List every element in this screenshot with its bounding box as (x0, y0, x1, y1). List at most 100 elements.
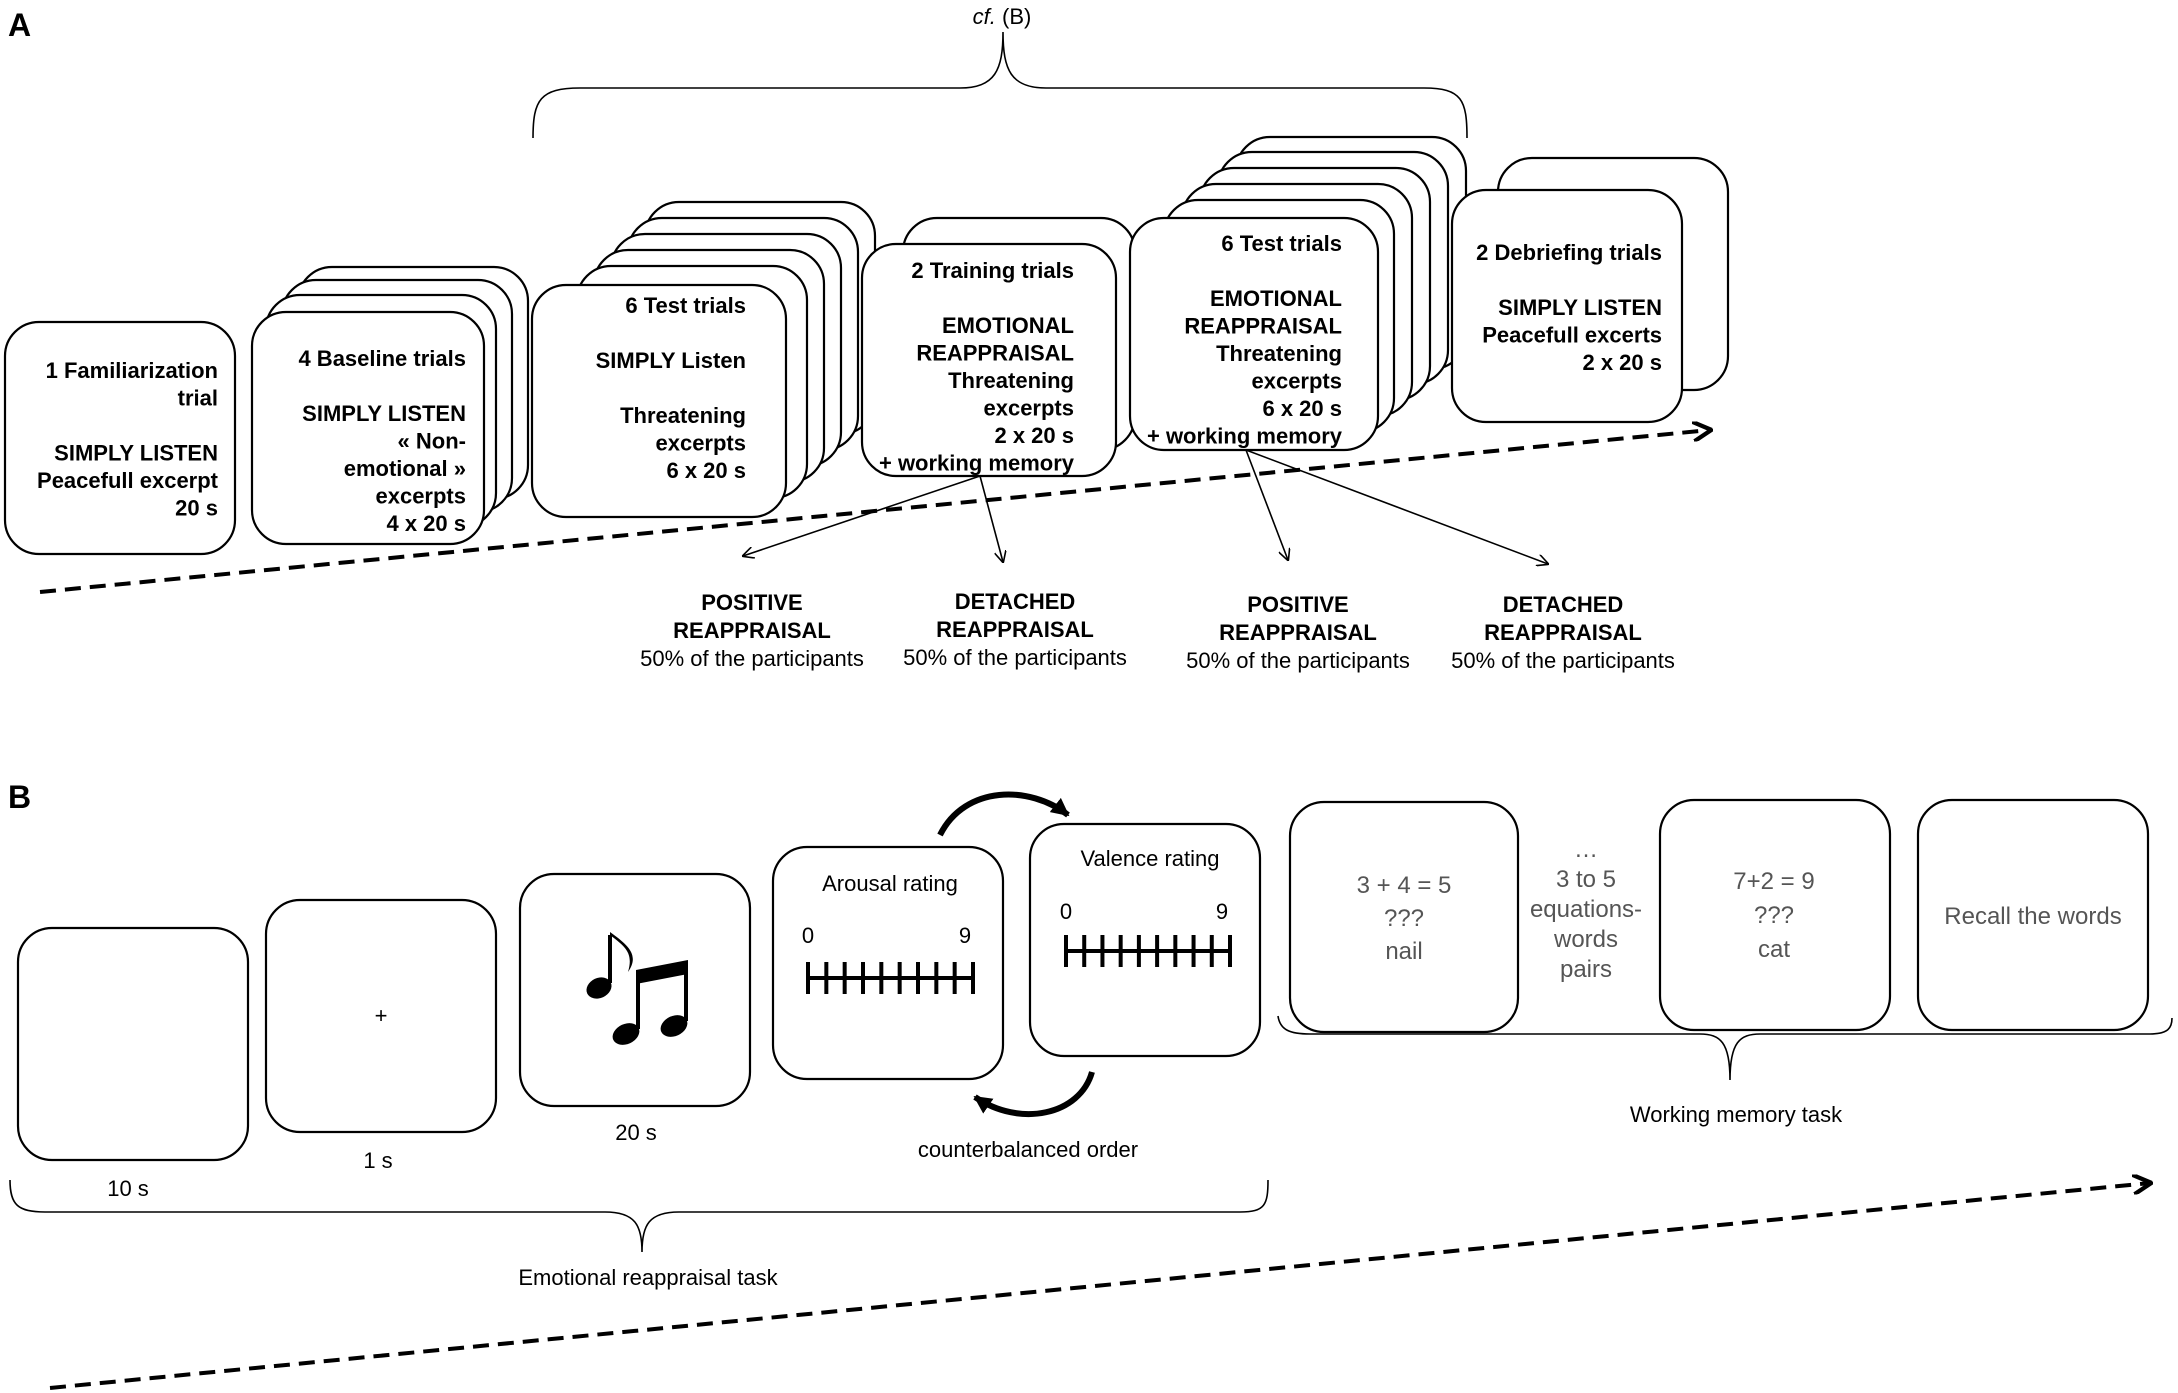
test1-text-line-4: Threatening (620, 403, 746, 428)
fam-text-line-1: trial (178, 386, 218, 411)
baseline-card-front (250, 310, 486, 546)
wm-equation-card-2 (1658, 798, 1892, 1032)
valence-min: 0 (1060, 899, 1072, 924)
valence-scale (1064, 935, 1232, 967)
cf-label: cf. (B) (973, 4, 1032, 29)
panel-label-b: B (8, 779, 31, 815)
arousal-title: Arousal rating (822, 871, 958, 896)
wm-between-text: … 3 to 5 equations-words pairs (1530, 836, 1642, 983)
outcome-1-title2: REAPPRAISAL (936, 617, 1094, 642)
base-text-line-4: emotional » (344, 456, 466, 481)
test2-to-positive-arrow (1245, 449, 1288, 560)
debrief-text-line-3: Peacefull excerts (1482, 323, 1662, 348)
debrief-text-line-0: 2 Debriefing trials (1476, 240, 1662, 265)
task-label: Emotional reappraisal task (518, 1265, 778, 1290)
test1-text-line-5: excerpts (655, 431, 746, 456)
outcome-0-note: 50% of the participants (640, 646, 864, 671)
cf-label-em: cf. (973, 4, 996, 29)
test2-text-line-5: excerpts (1251, 369, 1342, 394)
test1-text-line-0: 6 Test trials (625, 293, 746, 318)
wm-equation-card-1-text: 3 + 4 = 5???nail (1357, 872, 1452, 965)
recall-text: Recall the words (1944, 903, 2121, 930)
test2-text-line-0: 6 Test trials (1221, 231, 1342, 256)
debriefing-stack (1450, 156, 1730, 424)
task-brace (9, 1179, 1269, 1253)
fam-text-line-3: SIMPLY LISTEN (54, 441, 218, 466)
base-text-line-6: 4 x 20 s (386, 511, 466, 536)
counterbalance-arrow-bottom (973, 1071, 1095, 1118)
wm-label: Working memory task (1630, 1102, 1843, 1127)
counterbalance-arrow-top (937, 791, 1070, 837)
valence-max: 9 (1216, 899, 1228, 924)
arousal-min: 0 (802, 923, 814, 948)
test1-text-line-6: 6 x 20 s (666, 458, 746, 483)
test2-text-line-4: Threatening (1216, 341, 1342, 366)
outcome-1-note: 50% of the participants (903, 645, 1127, 670)
panel-label-a: A (8, 7, 31, 43)
train-text-line-4: Threatening (948, 368, 1074, 393)
outcome-2-title1: POSITIVE (1247, 592, 1348, 617)
wm-between-line-2: equations- (1530, 896, 1642, 923)
outcome-1-title1: DETACHED (955, 589, 1076, 614)
wm-between-line-3: words (1553, 926, 1618, 953)
training-to-positive-arrow (743, 475, 981, 556)
test2-text-line-2: EMOTIONAL (1210, 286, 1342, 311)
fam-text-line-0: 1 Familiarization (46, 358, 218, 383)
test2-to-detached-arrow (1245, 449, 1548, 564)
training-text: 2 Training trialsEMOTIONALREAPPRAISALThr… (879, 258, 1075, 476)
arousal-rating-card (771, 845, 1005, 1081)
outcome-3-note: 50% of the participants (1451, 648, 1675, 673)
outcome-labels: POSITIVE REAPPRAISAL 50% of the participan… (640, 589, 1675, 673)
test2-text-line-7: + working memory (1147, 424, 1343, 449)
train-text-line-5: excerpts (983, 396, 1074, 421)
base-text-line-0: 4 Baseline trials (298, 346, 466, 371)
wm1-text-line-0: 3 + 4 = 5 (1357, 872, 1452, 899)
fam-text-line-4: Peacefull excerpt (37, 468, 219, 493)
top-brace (532, 31, 1468, 139)
outcome-2-title2: REAPPRAISAL (1219, 620, 1377, 645)
music-duration: 20 s (615, 1120, 657, 1145)
training-card-front (860, 242, 1118, 478)
debriefing-card-front (1450, 188, 1684, 424)
fixation-duration: 1 s (363, 1148, 392, 1173)
train-text-line-0: 2 Training trials (911, 258, 1074, 283)
blank-screen-card (16, 926, 250, 1162)
counterbalanced-label: counterbalanced order (918, 1137, 1138, 1162)
test1-card-front (530, 283, 788, 519)
train-text-line-7: + working memory (879, 451, 1075, 476)
train-text-line-6: 2 x 20 s (994, 423, 1074, 448)
arousal-scale (806, 962, 975, 994)
blank-duration: 10 s (107, 1176, 149, 1201)
base-text-line-2: SIMPLY LISTEN (302, 401, 466, 426)
wm-between-line-4: pairs (1560, 956, 1612, 983)
test1-text-line-2: SIMPLY Listen (596, 348, 746, 373)
timeline-arrow-b (49, 1183, 2150, 1390)
valence-rating-card (1028, 822, 1262, 1058)
debrief-text-line-2: SIMPLY LISTEN (1498, 295, 1662, 320)
recall-card (1916, 798, 2150, 1032)
training-stack (860, 216, 1137, 478)
debrief-text-line-4: 2 x 20 s (1582, 350, 1662, 375)
fam-text-line-5: 20 s (175, 496, 218, 521)
test2-card-front (1128, 216, 1380, 452)
wm2-text-line-1: ??? (1754, 902, 1794, 929)
music-notes-icon (586, 932, 688, 1045)
wm-equation-card-2-text: 7+2 = 9???cat (1733, 868, 1814, 963)
wm2-text-line-2: cat (1758, 936, 1790, 963)
wm-equation-card-1 (1288, 800, 1520, 1034)
outcome-0-title2: REAPPRAISAL (673, 618, 831, 643)
wm-between-line-0: … (1574, 836, 1598, 863)
wm-brace (1277, 1015, 2173, 1081)
base-text-line-5: excerpts (375, 484, 466, 509)
wm-between-line-1: 3 to 5 (1556, 866, 1616, 893)
cf-label-rest: (B) (996, 4, 1031, 29)
test2-text: 6 Test trialsEMOTIONALREAPPRAISALThreate… (1147, 231, 1343, 449)
fixation-cross: + (375, 1003, 388, 1028)
wm1-text-line-2: nail (1385, 938, 1422, 965)
outcome-3-title1: DETACHED (1503, 592, 1624, 617)
test2-text-line-6: 6 x 20 s (1262, 396, 1342, 421)
